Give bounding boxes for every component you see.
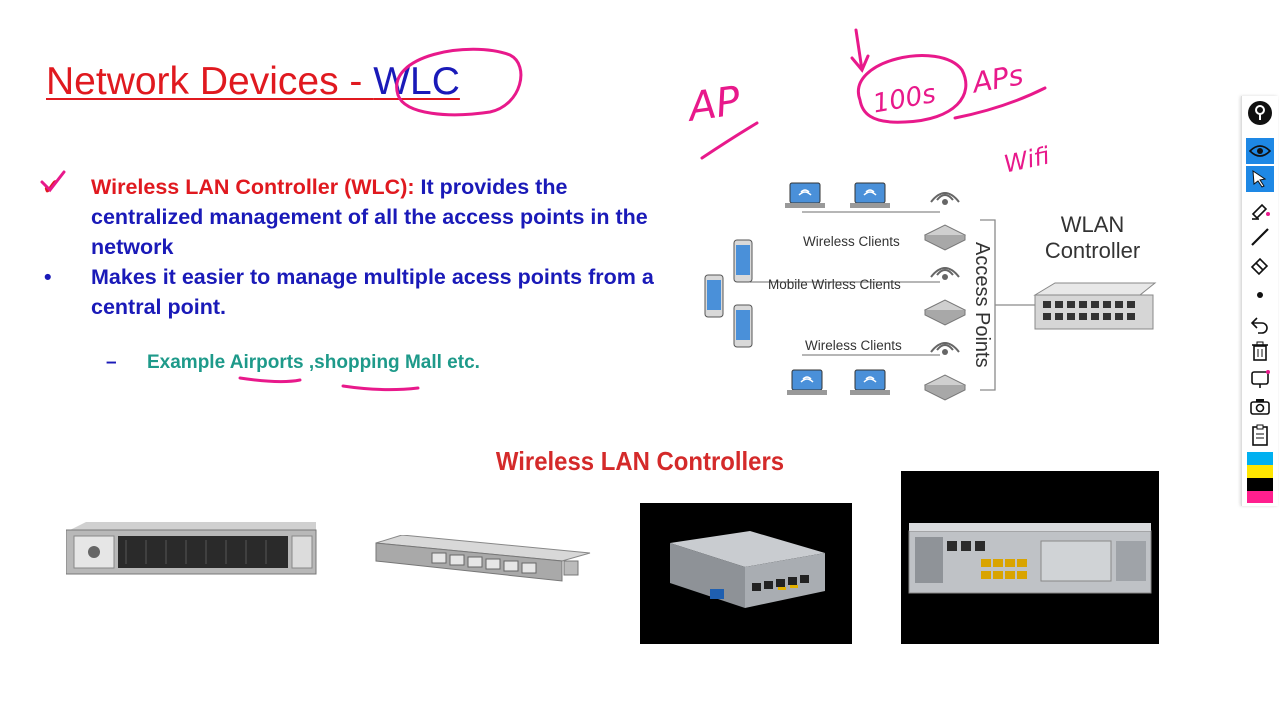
color-swatch-yellow[interactable]	[1247, 465, 1273, 478]
wlan-diagram: Wireless Clients Mobile Wirless Clients …	[690, 165, 1180, 415]
wlc-1u-appliance-image	[372, 534, 594, 607]
phone-icon	[704, 274, 724, 318]
access-point-icon	[923, 342, 967, 401]
wlc-rack-server-image	[65, 520, 318, 578]
underline-ap	[700, 121, 759, 160]
wlc-desktop-controller-image	[640, 503, 852, 644]
bullet-management: • Makes it easier to manage multiple ace…	[44, 262, 681, 322]
pointer-icon[interactable]	[1246, 166, 1274, 192]
label-wlan-controller: WLAN Controller	[1035, 212, 1150, 264]
color-swatch-black[interactable]	[1247, 478, 1273, 491]
dot-icon[interactable]	[1246, 282, 1274, 308]
laptop-icon	[850, 369, 890, 395]
laptop-icon	[850, 182, 890, 208]
label-access-points: Access Points	[971, 242, 993, 368]
bullet-dot-icon: •	[44, 265, 52, 289]
underline-aps	[953, 86, 1047, 120]
ink-aps: APs	[968, 58, 1026, 100]
title-prefix: Network Devices -	[46, 60, 374, 103]
sub-bullet-text: Example Airports ,shopping Mall etc.	[147, 352, 480, 373]
eraser-icon[interactable]	[1246, 252, 1274, 278]
wlan-controller-icon	[1033, 282, 1157, 330]
gallery-title: Wireless LAN Controllers	[495, 446, 785, 476]
pin-icon[interactable]	[1246, 100, 1274, 126]
dash-marker: –	[106, 352, 117, 373]
bullet-term: Wireless LAN Controller (WLC):	[91, 175, 415, 199]
eye-icon[interactable]	[1246, 138, 1274, 164]
bullet-text: Makes it easier to manage multiple acess…	[91, 265, 654, 319]
pen-icon[interactable]	[1246, 224, 1274, 250]
arrow-down	[850, 28, 870, 73]
controller-line-1: WLAN	[1060, 212, 1125, 237]
sub-bullet-example: – Example Airports ,shopping Mall etc.	[106, 352, 480, 374]
slide-title: Network Devices - WLC	[46, 60, 460, 104]
highlighter-icon[interactable]	[1246, 198, 1274, 224]
camera-icon[interactable]	[1246, 394, 1274, 420]
color-swatch-cyan[interactable]	[1247, 452, 1273, 465]
bullet-text: It provides the centralized management o…	[91, 175, 648, 259]
label-mobile-clients: Mobile Wirless Clients	[768, 277, 901, 292]
bullet-list: ✓ Wireless LAN Controller (WLC): It prov…	[42, 172, 681, 322]
underline-airports	[238, 376, 302, 384]
ink-100s: 100s	[871, 79, 938, 120]
wlc-chassis-controller-image	[901, 471, 1159, 644]
access-point-icon	[923, 267, 967, 326]
title-accent: WLC	[373, 60, 460, 103]
label-wireless-clients-top: Wireless Clients	[803, 234, 900, 249]
bullet-wlc-definition: ✓ Wireless LAN Controller (WLC): It prov…	[42, 172, 681, 262]
screen-icon[interactable]	[1246, 366, 1274, 392]
phone-icon	[733, 304, 753, 348]
label-wireless-clients-bottom: Wireless Clients	[805, 338, 902, 353]
ink-ap: AP	[683, 78, 744, 131]
laptop-icon	[787, 369, 827, 395]
diagram-drawing	[704, 182, 1157, 401]
controller-line-2: Controller	[1044, 238, 1141, 263]
color-swatch-pink[interactable]	[1247, 491, 1273, 503]
circle-100s	[856, 54, 968, 124]
trash-icon[interactable]	[1246, 338, 1274, 364]
access-point-icon	[923, 192, 967, 251]
clipboard-icon[interactable]	[1246, 422, 1274, 448]
phone-icon	[733, 239, 753, 283]
underline-shopping	[341, 384, 420, 392]
annotation-toolbar	[1241, 96, 1278, 506]
undo-icon[interactable]	[1246, 310, 1274, 336]
laptop-icon	[785, 182, 825, 208]
check-mark-icon: ✓	[42, 175, 61, 199]
